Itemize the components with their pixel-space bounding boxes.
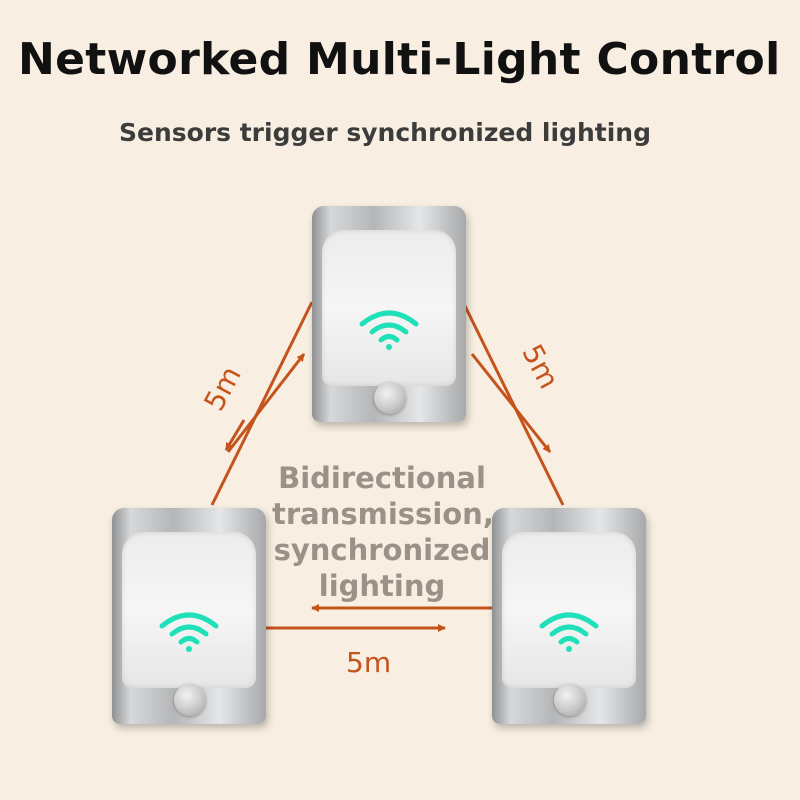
left-light <box>112 508 266 724</box>
distance-label-bottom: 5m <box>346 646 392 679</box>
center-caption-line-2: transmission, <box>272 497 494 531</box>
wifi-signal-icon <box>539 612 599 652</box>
top-light <box>312 206 466 422</box>
center-caption-line-1: Bidirectional <box>278 461 486 495</box>
page-title: Networked Multi-Light Control <box>18 34 781 85</box>
motion-sensor <box>174 684 206 716</box>
page-subtitle: Sensors trigger synchronized lighting <box>119 118 651 147</box>
arrow-left-down <box>224 419 246 451</box>
light-panel <box>122 532 256 688</box>
right-light <box>492 508 646 724</box>
wifi-signal-icon <box>159 612 219 652</box>
arrow-left-inner <box>226 353 306 453</box>
light-panel <box>322 230 456 386</box>
center-caption-line-4: lighting <box>318 569 446 603</box>
center-caption: Bidirectional transmission, synchronized… <box>272 460 494 604</box>
light-panel <box>502 532 636 688</box>
wifi-signal-icon <box>359 310 419 350</box>
motion-sensor <box>374 382 406 414</box>
arrow-right-inner <box>470 353 552 453</box>
arrow-left-outer <box>210 301 314 506</box>
motion-sensor <box>554 684 586 716</box>
center-caption-line-3: synchronized <box>273 533 491 567</box>
